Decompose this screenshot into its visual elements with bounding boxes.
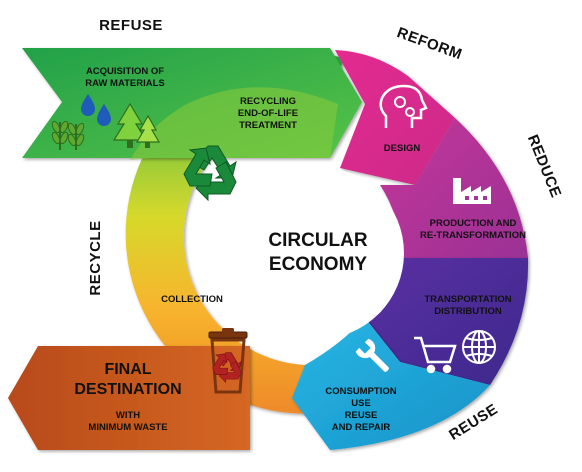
shopping-cart-icon [414, 336, 457, 374]
transportation-segment [365, 258, 529, 385]
globe-icon [462, 330, 496, 364]
production-label-line1: PRODUCTION AND [430, 218, 517, 229]
transportation-label-line2: DISTRIBUTION [434, 306, 502, 317]
recycling-label-line2: END-OF-LIFE [238, 108, 298, 119]
recycle-icon [183, 145, 237, 202]
center-title-line2: ECONOMY [269, 254, 368, 275]
consumption-label-line2: USE [351, 398, 371, 409]
collection-label: COLLECTION [161, 294, 223, 305]
acquisition-label-line2: RAW MATERIALS [85, 78, 165, 89]
center-circle [232, 167, 404, 339]
stage-reduce: REDUCE [524, 132, 565, 200]
final-destination-line2: DESTINATION [74, 381, 181, 398]
transportation-label-line1: TRANSPORTATION [424, 294, 511, 305]
consumption-label-line4: AND REPAIR [332, 422, 391, 433]
design-segment [335, 50, 455, 185]
wheat-icon [51, 120, 85, 150]
recycling-label-line1: RECYCLING [240, 96, 296, 107]
factory-icon [453, 178, 491, 204]
design-label: DESIGN [384, 143, 421, 154]
final-destination-line3: WITH [116, 410, 140, 421]
final-destination-line1: FINAL [104, 361, 151, 378]
recycling-label-line3: TREATMENT [239, 120, 297, 131]
stage-refuse: REFUSE [99, 17, 163, 34]
trees-icon [112, 102, 161, 148]
brain-gears-icon [379, 84, 428, 128]
acquisition-label-line1: ACQUISITION OF [86, 66, 164, 77]
stage-recycle: RECYCLE [87, 220, 104, 295]
recycle-bin-icon [208, 328, 248, 394]
center-title-line1: CIRCULAR [268, 230, 367, 251]
final-destination-line4: MINIMUM WASTE [88, 422, 167, 433]
stage-reform: REFORM [395, 24, 465, 63]
consumption-label-line3: REUSE [345, 410, 378, 421]
production-label-line2: RE-TRANSFORMATION [420, 230, 526, 241]
final-destination-banner [8, 346, 250, 450]
recycling-segment [130, 87, 338, 160]
consumption-segment [292, 318, 490, 450]
wrench-icon [355, 338, 389, 372]
water-drops-icon [81, 94, 111, 126]
consumption-label-line1: CONSUMPTION [325, 386, 396, 397]
